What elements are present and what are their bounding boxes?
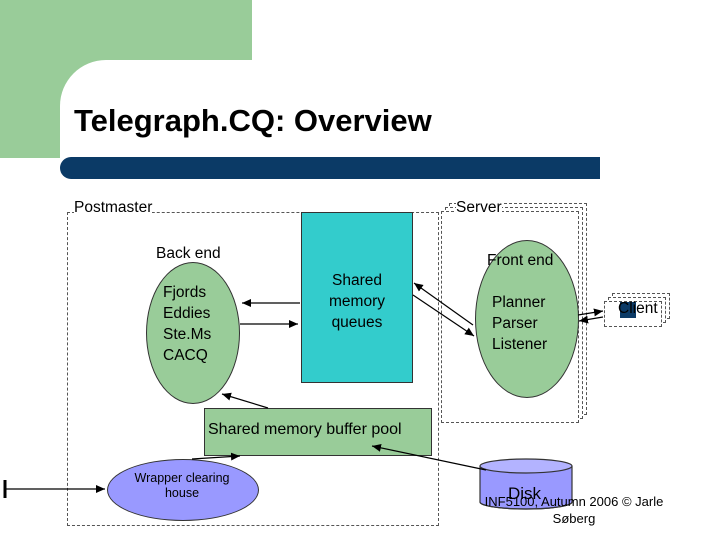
shared-memory-line: memory bbox=[329, 293, 385, 310]
arrow-disk-to-pool bbox=[371, 443, 487, 471]
front-end-item: Listener bbox=[492, 336, 548, 353]
back-end-items: Fjords Eddies Ste.Ms CACQ bbox=[163, 282, 211, 366]
wrapper-line: house bbox=[164, 486, 200, 500]
front-end-item: Parser bbox=[492, 315, 538, 332]
shared-memory-line: Shared bbox=[332, 272, 382, 289]
shared-memory-line: queues bbox=[331, 314, 383, 331]
back-end-item: Fjords bbox=[163, 284, 207, 301]
disk-icon bbox=[479, 458, 573, 510]
arrow-frontend-to-client bbox=[577, 308, 604, 317]
server-label: Server bbox=[456, 199, 502, 217]
front-end-label: Front end bbox=[487, 252, 554, 269]
back-end-ellipse bbox=[146, 262, 240, 404]
back-end-item: CACQ bbox=[163, 347, 208, 364]
postmaster-box bbox=[67, 212, 439, 526]
arrow-wrapper-to-pool bbox=[191, 452, 241, 461]
back-end-label: Back end bbox=[156, 245, 221, 262]
arrow-shared-to-frontend bbox=[412, 294, 475, 337]
wrapper-label: Wrapper clearing house bbox=[107, 471, 257, 501]
postmaster-label: Postmaster bbox=[74, 199, 153, 217]
arrow-client-to-frontend bbox=[578, 315, 604, 324]
footer-line: INF5100, Autumn 2006 © Jarle bbox=[484, 494, 664, 509]
buffer-pool-box bbox=[204, 408, 432, 456]
front-end-item: Planner bbox=[492, 294, 546, 311]
buffer-pool-label: Shared memory buffer pool bbox=[208, 421, 402, 438]
client-marker bbox=[620, 302, 636, 318]
footer-text: INF5100, Autumn 2006 © Jarle Søberg bbox=[464, 493, 684, 527]
wrapper-ellipse bbox=[107, 459, 259, 521]
arrow-pool-to-backend bbox=[221, 392, 269, 409]
back-end-item: Eddies bbox=[163, 305, 211, 322]
front-end-ellipse bbox=[475, 240, 579, 398]
client-label: Client bbox=[618, 300, 658, 317]
arrow-frontend-to-shared bbox=[413, 282, 474, 326]
disk-label: Disk bbox=[508, 484, 542, 503]
back-end-item: Ste.Ms bbox=[163, 326, 212, 343]
slide-title: Telegraph.CQ: Overview bbox=[74, 103, 432, 138]
title-underline-bar bbox=[60, 157, 600, 179]
footer-line: Søberg bbox=[552, 511, 596, 526]
wrapper-line: Wrapper clearing bbox=[134, 471, 230, 485]
shared-memory-label: Shared memory queues bbox=[301, 270, 413, 333]
shared-memory-queues-box bbox=[301, 212, 413, 383]
front-end-items: Planner Parser Listener bbox=[492, 292, 547, 355]
